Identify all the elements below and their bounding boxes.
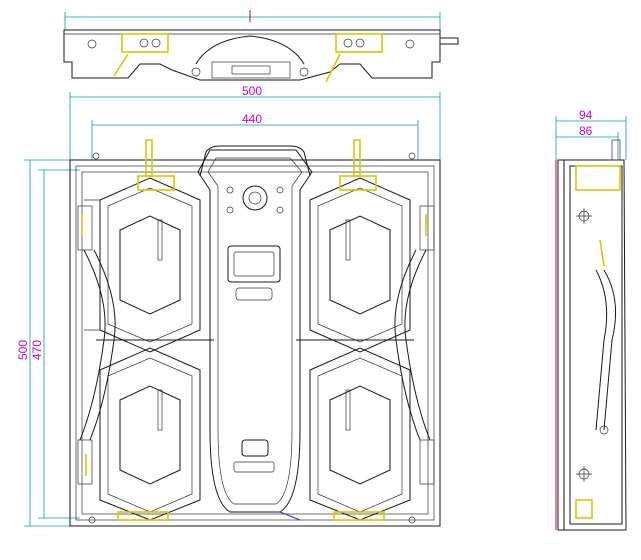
top-view bbox=[63, 10, 459, 83]
hole bbox=[405, 39, 415, 49]
lock-side-top-icon bbox=[575, 165, 621, 191]
lock-side-bottom-icon bbox=[575, 499, 593, 519]
cable bbox=[279, 511, 301, 521]
dim-height-inner: 470 bbox=[30, 340, 44, 360]
support-bar-left bbox=[79, 249, 106, 441]
hex-module-bottom-left bbox=[99, 347, 201, 521]
locating-pin-bottom-icon bbox=[576, 466, 592, 482]
hex-module-top-left bbox=[84, 177, 201, 353]
front-dimensions: 500 440 500 470 bbox=[16, 84, 441, 527]
front-view bbox=[69, 139, 441, 527]
side-latch-left bbox=[77, 205, 93, 485]
pin bbox=[439, 37, 459, 45]
dim-height-outer: 500 bbox=[16, 340, 30, 360]
signal-port-icon bbox=[241, 439, 269, 457]
dim-depth-outer: 94 bbox=[579, 108, 593, 122]
side-handle bbox=[595, 269, 608, 431]
power-connector-icon bbox=[242, 185, 268, 211]
side-view: 94 86 bbox=[555, 108, 627, 531]
lock-top-right-icon bbox=[339, 139, 377, 191]
hole bbox=[87, 39, 97, 49]
carry-handle bbox=[199, 145, 311, 177]
support-bar-right bbox=[404, 249, 431, 441]
dim-width-outer: 500 bbox=[242, 84, 262, 98]
cabinet-frame bbox=[69, 159, 441, 527]
hex-module-bottom-right bbox=[309, 347, 411, 521]
pin bbox=[611, 139, 621, 161]
lock-bottom-left-icon bbox=[117, 511, 169, 521]
dim-depth-inner: 86 bbox=[579, 124, 593, 138]
dim-width-inner: 440 bbox=[242, 112, 262, 126]
lock-bottom-right-icon bbox=[333, 511, 385, 521]
lock-top-left-icon bbox=[137, 139, 175, 191]
locating-pin-top-icon bbox=[576, 208, 592, 224]
top-view-outline bbox=[63, 29, 441, 81]
side-profile bbox=[564, 159, 627, 531]
lock-right-icon bbox=[335, 33, 383, 53]
side-latch-right bbox=[419, 205, 435, 485]
lock-left-icon bbox=[121, 33, 169, 53]
top-handle bbox=[195, 35, 305, 65]
status-display bbox=[227, 245, 281, 283]
hex-module-top-right bbox=[309, 177, 411, 353]
